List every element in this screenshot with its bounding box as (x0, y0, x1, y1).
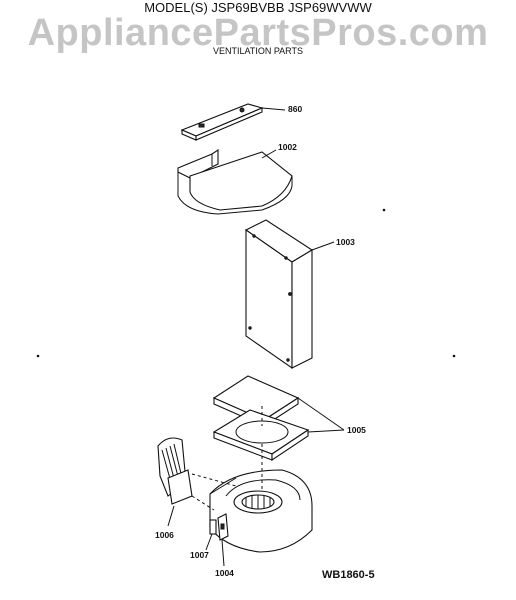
leader-1004 (221, 539, 225, 567)
scan-speck (452, 354, 456, 358)
leader-860 (261, 107, 286, 111)
label-1002: 1002 (278, 142, 297, 152)
leader-1002 (261, 149, 277, 159)
part-1006-damper-flap (157, 437, 193, 505)
label-860: 860 (288, 104, 302, 114)
part-1003-duct-housing (244, 219, 314, 370)
scan-speck (382, 208, 386, 212)
section-subtitle: VENTILATION PARTS (212, 46, 304, 56)
scan-speck (36, 354, 40, 358)
blower-housing (209, 469, 313, 553)
model-title: MODEL(S) JSP69BVBB JSP69WVWW (144, 0, 372, 15)
label-1005: 1005 (347, 425, 366, 435)
alignment-line-flap (191, 473, 237, 487)
part-1007-clip (209, 519, 217, 535)
leader-1005-upper (297, 397, 345, 431)
part-1002-duct-cover (177, 148, 293, 215)
watermark: AppliancePartsPros.com (27, 12, 489, 54)
label-1006: 1006 (155, 530, 174, 540)
part-1005-damper-lower (212, 409, 310, 462)
alignment-line-flap-lower (191, 495, 215, 511)
diagram-code: WB1860-5 (322, 569, 375, 581)
label-1004: 1004 (215, 568, 234, 578)
part-1004-bracket (217, 513, 229, 541)
leader-1003 (311, 241, 335, 251)
leader-1005-lower (307, 429, 345, 433)
leader-1006 (167, 505, 175, 527)
label-1007: 1007 (190, 550, 209, 560)
label-1003: 1003 (336, 237, 355, 247)
part-860-filter-plate (180, 103, 264, 141)
leader-1007 (205, 533, 213, 551)
